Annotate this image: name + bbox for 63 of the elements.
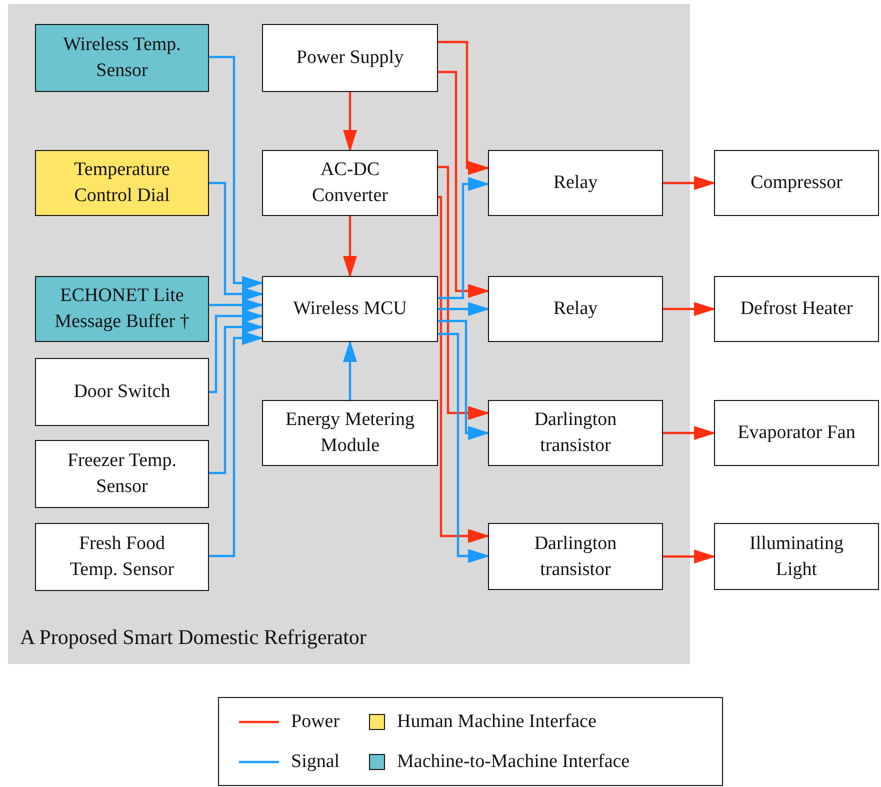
component-label: Relay	[553, 171, 598, 195]
component-label: Compressor	[750, 171, 842, 195]
component-label: Temperature Control Dial	[73, 158, 171, 208]
component-label: Wireless MCU	[293, 297, 407, 321]
component-label: Fresh Food Temp. Sensor	[68, 532, 176, 582]
component-label: Defrost Heater	[740, 297, 853, 321]
component-box	[35, 440, 209, 508]
connector-arrow	[209, 320, 264, 474]
component-box	[488, 276, 663, 342]
connector-arrow	[438, 166, 490, 420]
component-box	[35, 358, 209, 426]
connector-arrow	[663, 302, 716, 316]
component-box	[262, 24, 438, 92]
component-label: Door Switch	[74, 380, 170, 404]
connector-arrow	[438, 320, 490, 440]
component-box	[35, 276, 209, 342]
connector-arrow	[438, 196, 490, 543]
component-box	[488, 523, 663, 590]
legend-label: Human Machine Interface	[397, 710, 596, 732]
component-box	[35, 150, 209, 216]
connector-arrow	[343, 340, 357, 400]
connector-arrow	[438, 70, 490, 298]
group-title: A Proposed Smart Domestic Refrigerator	[20, 625, 366, 650]
component-label: Relay	[553, 297, 598, 321]
connector-arrow	[343, 92, 357, 152]
connector-arrow	[209, 56, 264, 290]
component-label: ECHONET Lite Message Buffer †	[54, 284, 190, 334]
component-box	[714, 523, 879, 590]
component-box	[35, 523, 209, 591]
connector-arrow	[438, 302, 490, 316]
connector-arrow	[209, 309, 264, 394]
component-box	[714, 400, 879, 466]
connector-arrow	[343, 216, 357, 278]
connector-arrow	[209, 331, 264, 558]
component-label: Freezer Temp. Sensor	[66, 449, 178, 499]
connector-arrow	[663, 550, 716, 564]
legend-label: Machine-to-Machine Interface	[397, 750, 630, 772]
connector-arrow	[438, 332, 490, 563]
component-label: Darlington transistor	[533, 532, 618, 582]
component-label: Wireless Temp. Sensor	[62, 33, 182, 83]
connector-arrow	[438, 40, 490, 175]
connector-arrow	[663, 176, 716, 190]
connector-arrow	[209, 182, 264, 301]
component-box	[262, 400, 438, 466]
component-box	[35, 24, 209, 92]
component-box	[714, 150, 879, 216]
connector-arrow	[663, 426, 716, 440]
component-label: Darlington transistor	[533, 408, 618, 458]
component-label: AC-DC Converter	[311, 158, 389, 208]
component-label: Evaporator Fan	[738, 421, 856, 445]
component-label: Energy Metering Module	[284, 408, 416, 458]
component-box	[262, 150, 438, 216]
component-box	[488, 150, 663, 216]
component-label: Illuminating Light	[748, 532, 844, 582]
component-box	[488, 400, 663, 466]
component-box	[714, 276, 879, 342]
component-label: Power Supply	[296, 46, 404, 70]
connector-arrow	[438, 177, 490, 300]
connector-arrow	[209, 298, 264, 312]
legend-label: Signal	[291, 750, 340, 772]
component-box	[262, 276, 438, 342]
system-group-panel	[8, 4, 690, 664]
legend-label: Power	[291, 710, 340, 732]
